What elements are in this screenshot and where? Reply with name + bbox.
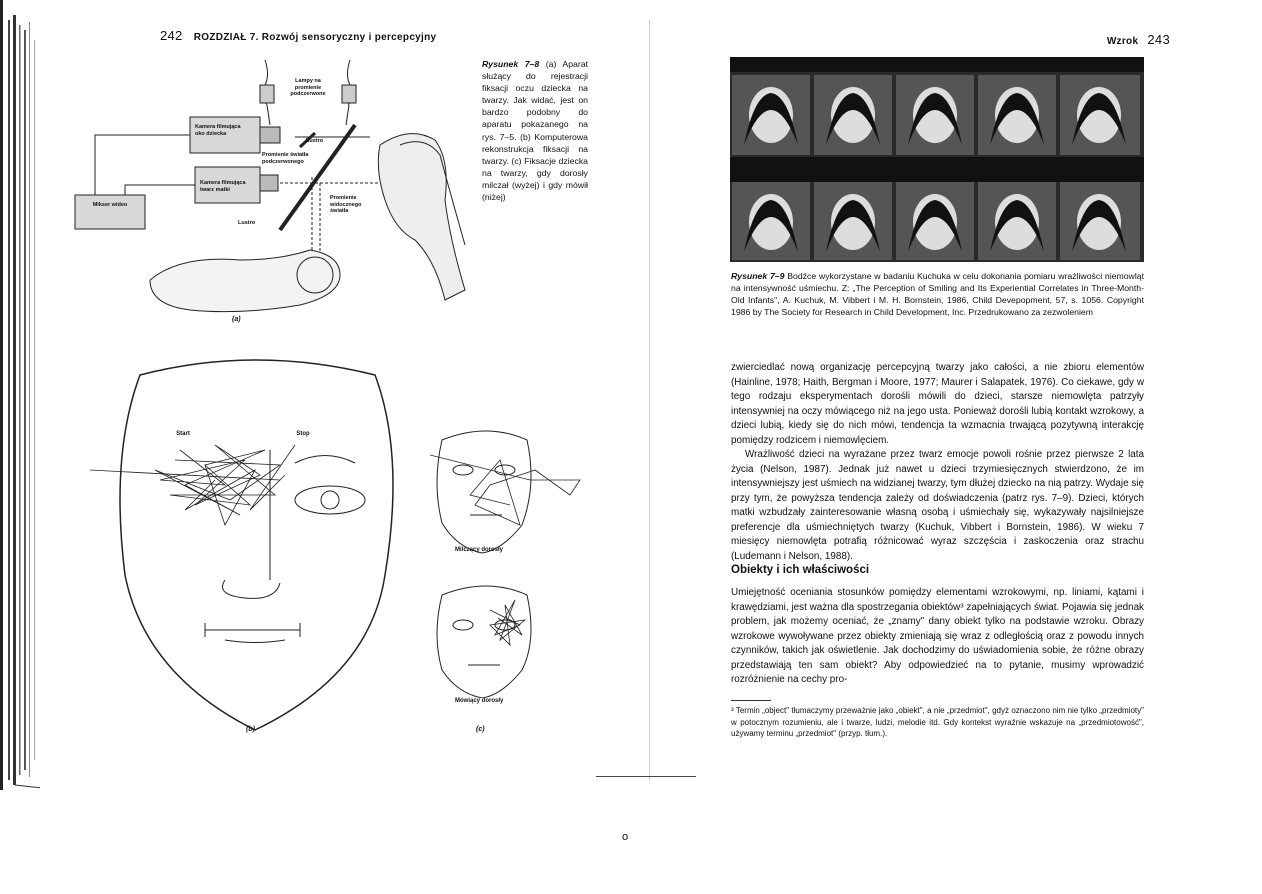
figure-7-9-label: Rysunek 7–9 — [731, 271, 785, 281]
body-text-lower: Umiejętność oceniania stosunków pomiędzy… — [731, 586, 1144, 688]
left-running-header: 242 ROZDZIAŁ 7. Rozwój sensoryczny i per… — [160, 28, 480, 43]
speaking-adult-label: Mówiący dorosły — [455, 698, 504, 704]
figure-7-8-label: Rysunek 7–8 — [482, 59, 540, 69]
bottom-mark: o — [622, 831, 629, 843]
label-visible-light: Promienie widocznego światła — [330, 195, 362, 214]
figure-7-9-caption-text: Bodźce wykorzystane w badaniu Kuchuka w … — [731, 271, 1145, 318]
face-start-label: Start — [176, 431, 190, 437]
lamp-left-icon — [259, 84, 275, 104]
figure-7-8c-silent-adult — [430, 430, 581, 554]
figure-7-8-caption-text: (a) Aparat służący do rejestracji fiksac… — [482, 59, 588, 203]
fold-mark — [596, 776, 696, 777]
paragraph-3: Umiejętność oceniania stosunków pomiędzy… — [731, 587, 1144, 685]
figure-7-8b-face-scanpath — [89, 359, 394, 731]
right-running-header: Wzrok 243 — [1080, 32, 1170, 47]
label-ir-rays: Promienie światła podczerwonego — [262, 152, 309, 165]
paragraph-2: Wrażliwość dzieci na wyrażane przez twar… — [731, 449, 1144, 562]
label-mirror-bottom: Lustro — [238, 220, 256, 226]
silent-adult-label: Milczący dorosły — [455, 547, 504, 553]
left-page-number: 242 — [160, 28, 183, 43]
figure-7-8c-speaking-adult — [436, 585, 532, 698]
label-camera-child: Kamera filmująca oko dziecka — [195, 124, 241, 137]
panel-a-label: (a) — [232, 316, 241, 323]
camera-child-box — [189, 116, 261, 154]
figure-7-9-caption: Rysunek 7–9 Bodźce wykorzystane w badani… — [731, 270, 1144, 318]
figure-7-9-photo-grid — [730, 57, 1144, 262]
paragraph-1: zwierciedlać nową organizację percepcyjn… — [731, 362, 1144, 446]
face-stop-label: Stop — [296, 431, 310, 437]
panel-b-label: (b) — [246, 726, 255, 733]
lamp-right-icon — [341, 84, 357, 104]
left-running-head: ROZDZIAŁ 7. Rozwój sensoryczny i percepc… — [193, 32, 437, 43]
footnote-rule — [731, 700, 771, 701]
panel-c-label: (c) — [476, 726, 485, 733]
right-page-number: 243 — [1147, 32, 1170, 47]
right-running-head: Wzrok — [1106, 36, 1139, 47]
label-lamps: Lampy na promienie podczerwone — [290, 78, 326, 97]
footnote: ³ Termin „object" tłumaczymy przeważnie … — [731, 706, 1144, 739]
book-spine — [0, 0, 40, 790]
figure-7-8-caption: Rysunek 7–8 (a) Aparat służący do rejest… — [482, 58, 588, 203]
body-text-upper: zwierciedlać nową organizację percepcyjn… — [731, 361, 1144, 564]
figure-7-8a-apparatus — [74, 59, 466, 313]
camera-mother-box — [194, 166, 261, 204]
section-heading: Obiekty i ich właściwości — [731, 564, 870, 576]
label-mirror-top: Lustro — [306, 138, 324, 144]
video-mixer-box — [74, 194, 146, 230]
label-mixer: Mikser wideo — [92, 202, 128, 208]
label-camera-mother: Kamera filmująca twarz matki — [200, 180, 246, 193]
center-fold — [649, 20, 650, 780]
